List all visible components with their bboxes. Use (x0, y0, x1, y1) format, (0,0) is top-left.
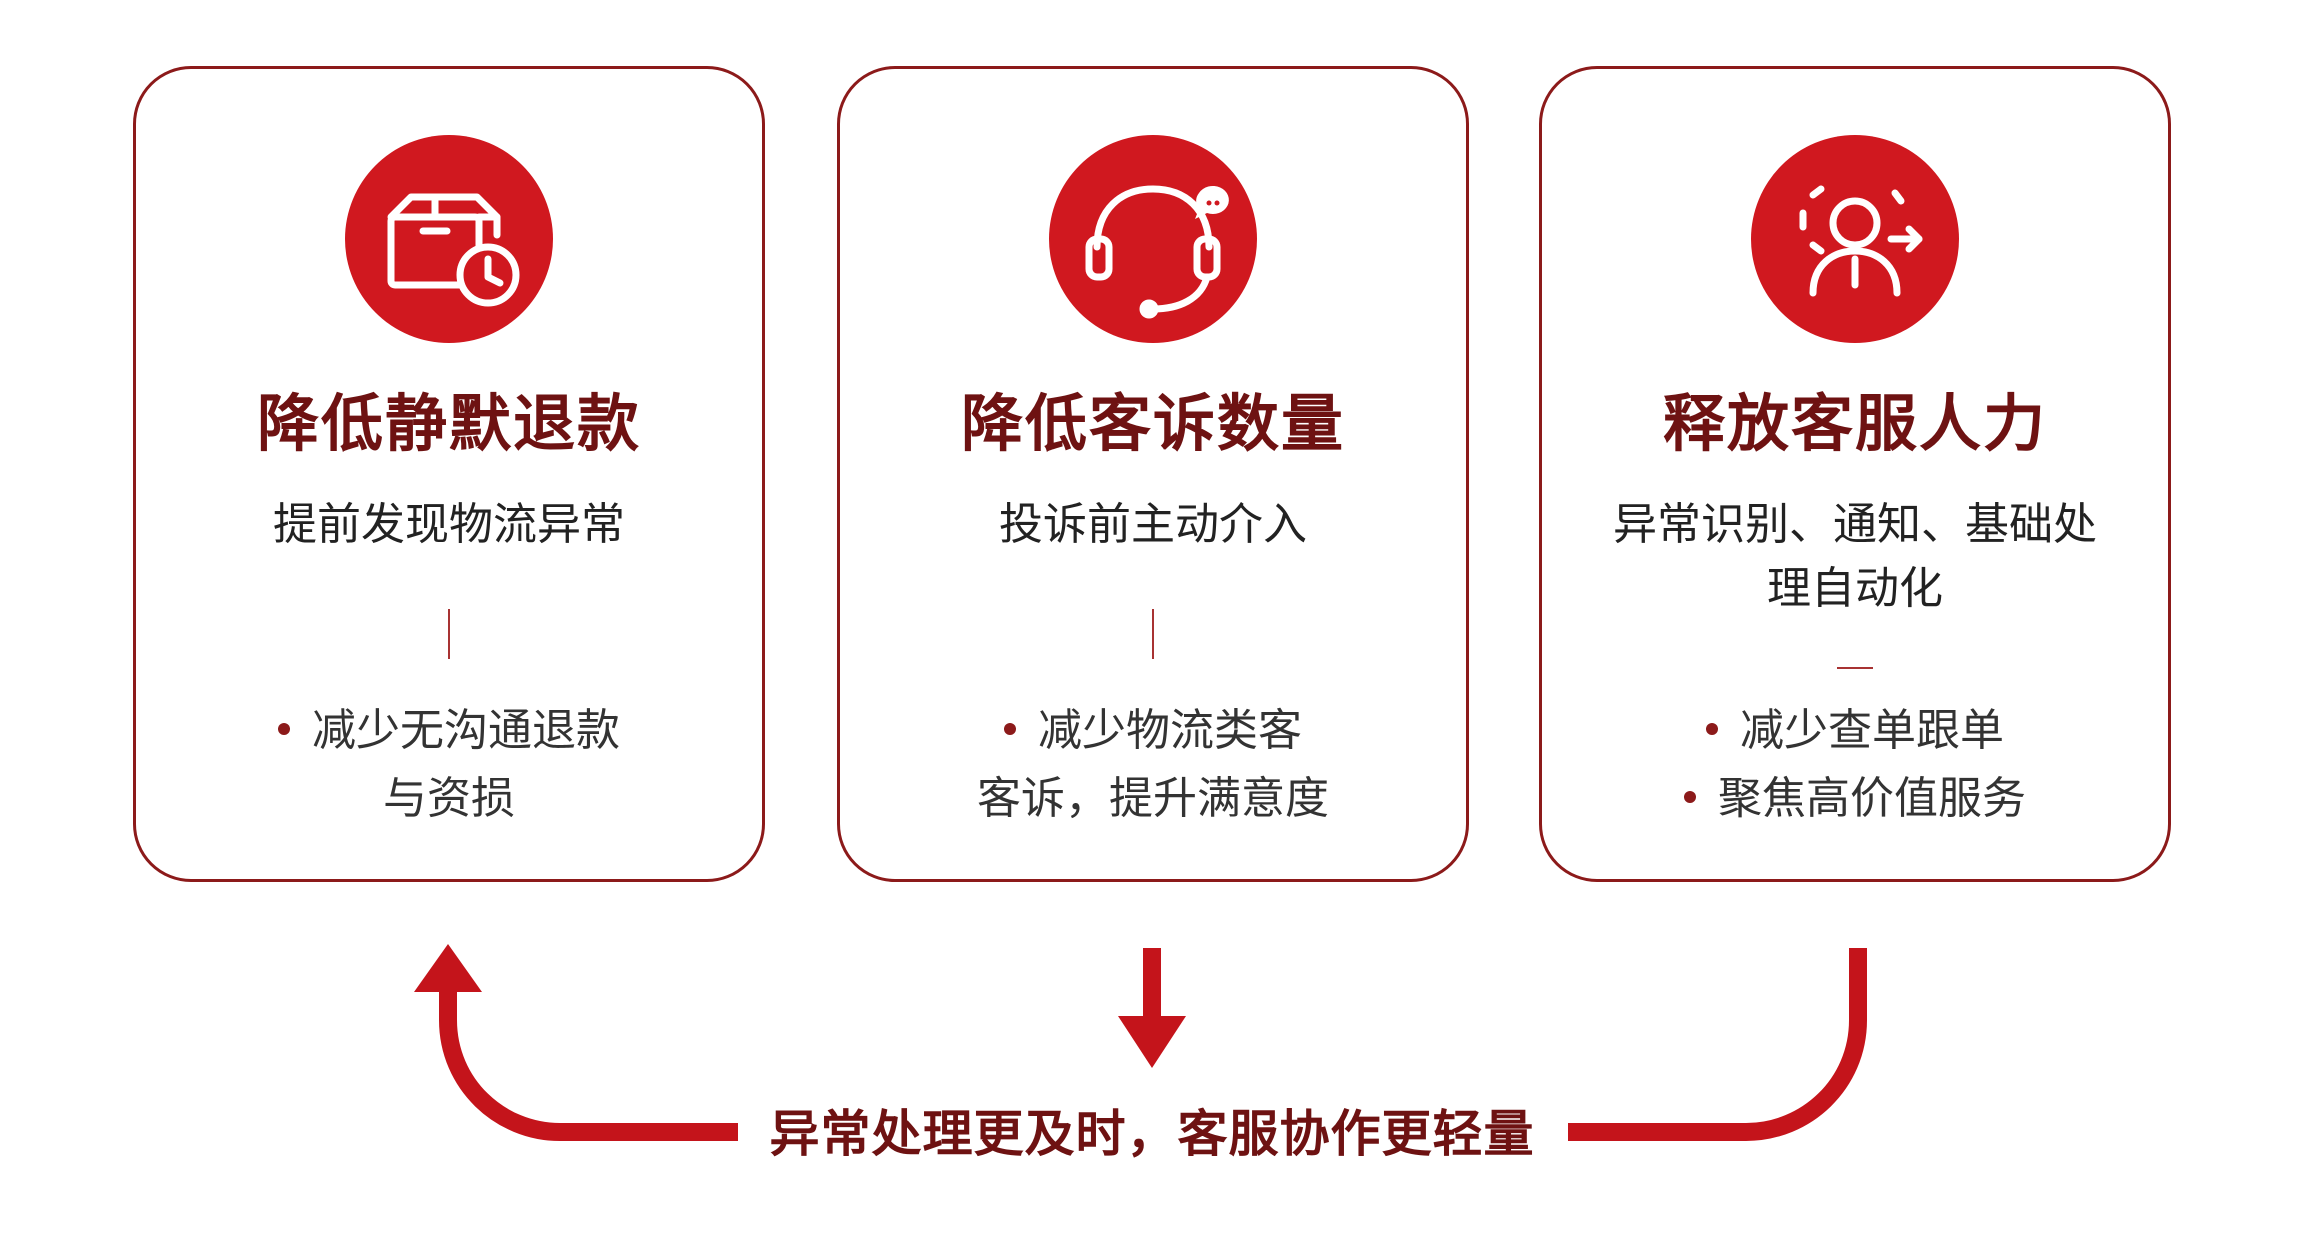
bullet-icon (1706, 723, 1718, 735)
down-arrowhead-icon (1118, 1016, 1186, 1068)
benefit-text: 减少无沟通退款 (312, 705, 620, 756)
benefit-item: 减少查单跟单 (1602, 697, 2108, 765)
bullet-icon (1684, 791, 1696, 803)
divider (1837, 667, 1873, 669)
subtitle-line: 提前发现物流异常 (273, 499, 625, 550)
benefit-card-refunds: 降低静默退款 提前发现物流异常 减少无沟通退款 与资损 (133, 66, 765, 882)
benefit-text: 与资损 (383, 773, 515, 824)
up-arrowhead-icon (414, 944, 482, 992)
benefit-item-continuation: 客诉，提升满意度 (900, 765, 1406, 833)
package-clock-icon (345, 135, 553, 343)
flow-summary-label: 异常处理更及时，客服协作更轻量 (769, 1105, 1535, 1163)
benefit-text: 减少物流类客 (1038, 705, 1302, 756)
benefit-text: 减少查单跟单 (1740, 705, 2004, 756)
subtitle-line: 理自动化 (1767, 563, 1943, 614)
bullet-icon (278, 723, 290, 735)
bullet-icon (1004, 723, 1016, 735)
benefit-card-staffing: 释放客服人力 异常识别、通知、基础处 理自动化 减少查单跟单 聚焦高价值服务 (1539, 66, 2171, 882)
user-scan-icon (1751, 135, 1959, 343)
card-subtitle: 投诉前主动介入 (870, 493, 1436, 557)
divider (448, 609, 450, 659)
benefit-text: 聚焦高价值服务 (1718, 773, 2026, 824)
benefit-item-continuation: 与资损 (196, 765, 702, 833)
center-flow-stem (1143, 948, 1161, 1020)
benefit-list: 减少物流类客 客诉，提升满意度 (900, 697, 1406, 833)
headset-chat-icon (1049, 135, 1257, 343)
card-subtitle: 异常识别、通知、基础处 理自动化 (1572, 493, 2138, 621)
benefit-item: 聚焦高价值服务 (1602, 765, 2108, 833)
benefit-text: 客诉，提升满意度 (977, 773, 1329, 824)
subtitle-line: 投诉前主动介入 (999, 499, 1307, 550)
card-title: 释放客服人力 (1662, 387, 2047, 460)
benefit-list: 减少查单跟单 聚焦高价值服务 (1602, 697, 2108, 833)
divider (1152, 609, 1154, 659)
card-subtitle: 提前发现物流异常 (166, 493, 732, 557)
card-title: 降低静默退款 (256, 387, 641, 460)
card-title: 降低客诉数量 (960, 387, 1345, 460)
benefit-item: 减少无沟通退款 (196, 697, 702, 765)
benefit-list: 减少无沟通退款 与资损 (196, 697, 702, 833)
benefit-item: 减少物流类客 (900, 697, 1406, 765)
benefit-card-complaints: 降低客诉数量 投诉前主动介入 减少物流类客 客诉，提升满意度 (837, 66, 1469, 882)
subtitle-line: 异常识别、通知、基础处 (1613, 499, 2097, 550)
